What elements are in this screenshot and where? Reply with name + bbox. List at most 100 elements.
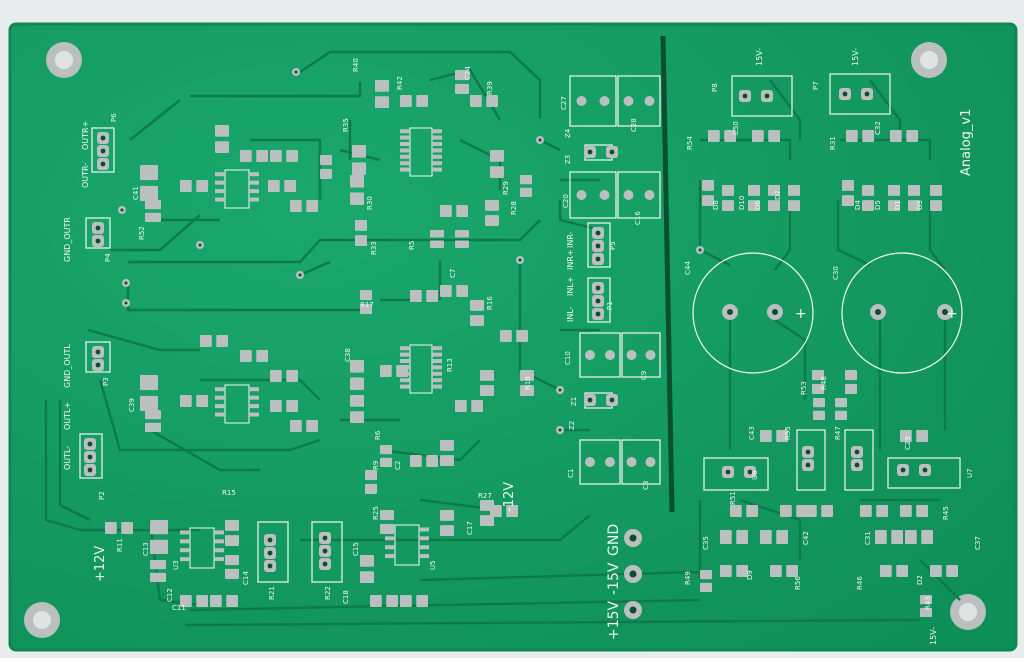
film-capacitor xyxy=(569,75,617,127)
refdes-c1: C1 xyxy=(567,469,575,478)
smd-component xyxy=(520,175,532,197)
smd-component xyxy=(788,185,800,211)
smd-component xyxy=(145,410,161,432)
smd-component xyxy=(700,570,712,592)
trace xyxy=(128,219,541,264)
smd-component xyxy=(720,530,748,544)
refdes-r46: R46 xyxy=(856,576,864,590)
refdes-r51: R51 xyxy=(729,491,737,505)
refdes-c13: C13 xyxy=(142,542,150,556)
refdes-r47: R47 xyxy=(834,426,842,440)
smd-component xyxy=(215,125,229,153)
polarity-plus-icon: + xyxy=(946,306,958,322)
trace xyxy=(836,200,871,267)
smd-component xyxy=(360,290,372,314)
smd-component xyxy=(842,180,854,206)
refdes-r27: R27 xyxy=(478,492,492,500)
smd-component xyxy=(770,565,798,577)
smd-component xyxy=(145,200,161,222)
pin-header xyxy=(257,521,289,583)
film-capacitor xyxy=(617,75,661,127)
refdes-r33: R33 xyxy=(370,241,378,255)
label-minus15v: -15V xyxy=(606,562,622,595)
label-inl-pos: INL+ xyxy=(566,276,575,296)
trace xyxy=(189,598,701,612)
smd-component xyxy=(500,330,528,342)
refdes-r56: R56 xyxy=(794,576,802,590)
label-15v-bottom: 15V- xyxy=(929,627,938,645)
refdes-p2: P2 xyxy=(98,491,106,500)
smd-component xyxy=(240,150,268,162)
refdes-r21: R21 xyxy=(268,586,276,600)
smd-component xyxy=(845,370,857,394)
smd-component xyxy=(875,530,903,544)
refdes-r29: R29 xyxy=(502,181,510,195)
refdes-c16: C16 xyxy=(634,211,642,225)
smd-component xyxy=(375,80,389,108)
pin-header xyxy=(731,75,793,117)
soic-ic xyxy=(180,527,224,569)
refdes-r53: R53 xyxy=(800,381,808,395)
label-gnd: GND xyxy=(606,524,622,556)
smd-component xyxy=(410,290,438,302)
pin-header xyxy=(829,73,891,115)
smd-component xyxy=(920,595,932,617)
refdes-c32: C32 xyxy=(874,121,882,135)
refdes-d3: D3 xyxy=(916,200,924,210)
smd-component xyxy=(862,185,874,211)
smd-component xyxy=(180,180,208,192)
refdes-u8: U8 xyxy=(751,470,759,480)
refdes-r40: R40 xyxy=(352,58,360,72)
refdes-r39: R39 xyxy=(486,81,494,95)
refdes-c29: C29 xyxy=(904,436,912,450)
refdes-r30: R30 xyxy=(366,196,374,210)
refdes-z1: Z1 xyxy=(570,397,578,406)
refdes-c24: C24 xyxy=(464,66,472,80)
refdes-c38: C38 xyxy=(344,348,352,362)
refdes-p5: P5 xyxy=(609,241,617,250)
refdes-c28: C28 xyxy=(630,118,638,132)
film-capacitor xyxy=(617,171,661,219)
refdes-r17: R17 xyxy=(360,301,374,309)
smd-component xyxy=(105,522,133,534)
label-inr-neg: INR- xyxy=(566,231,575,248)
refdes-r15: R15 xyxy=(222,489,236,497)
label-gnd-outl: GND_OUTL xyxy=(63,344,72,388)
smd-component xyxy=(805,505,833,517)
ground-split-line xyxy=(660,35,675,513)
trace xyxy=(774,200,792,271)
refdes-p6: P6 xyxy=(110,113,118,122)
refdes-r31: R31 xyxy=(829,136,837,150)
refdes-c11: C11 xyxy=(172,604,186,612)
refdes-r16: R16 xyxy=(486,296,494,310)
refdes-z3: Z3 xyxy=(564,155,572,164)
pin-header xyxy=(311,521,343,583)
refdes-d7: D7 xyxy=(774,190,782,200)
refdes-c10: C10 xyxy=(564,351,572,365)
pin-header xyxy=(587,222,611,268)
trace xyxy=(299,50,542,118)
refdes-r6: R6 xyxy=(374,430,382,440)
label-15v-p7: 15V- xyxy=(851,48,860,66)
refdes-r11: R11 xyxy=(116,538,124,552)
refdes-u5: U5 xyxy=(429,560,437,570)
refdes-d1: D1 xyxy=(894,200,902,210)
label-outl-neg: OUTL- xyxy=(63,446,72,470)
soic-ic xyxy=(215,169,259,209)
refdes-r55: R55 xyxy=(784,426,792,440)
refdes-c37: C37 xyxy=(974,536,982,550)
film-capacitor xyxy=(569,171,617,219)
smd-component xyxy=(455,230,469,248)
smd-component xyxy=(835,398,847,420)
smd-component xyxy=(813,398,825,420)
pin-header xyxy=(887,457,961,489)
pin-header xyxy=(584,392,618,409)
pin-header xyxy=(584,144,618,161)
trace xyxy=(379,439,481,462)
smd-component xyxy=(708,130,736,142)
label-inr-pos: INR+ xyxy=(566,249,575,270)
trace xyxy=(44,400,200,532)
trace xyxy=(129,99,181,141)
smd-component xyxy=(812,370,824,394)
smd-component xyxy=(270,150,298,162)
